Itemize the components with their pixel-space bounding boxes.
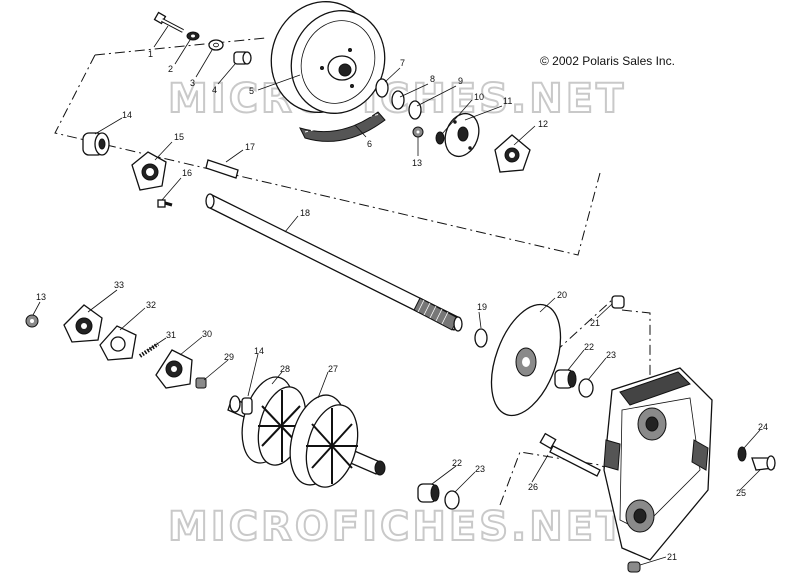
part-30-flange — [155, 349, 193, 389]
callout-21-upper: 21 — [590, 318, 600, 328]
callout-18: 18 — [300, 208, 310, 218]
watermark-bottom: MICROFICHES.NET — [168, 504, 626, 550]
part-25-bolt — [751, 455, 776, 471]
callout-21-lower: 21 — [667, 552, 677, 562]
part-22-bearing-upper — [554, 369, 577, 389]
part-21-nut-upper — [611, 295, 625, 309]
part-31-spring — [138, 342, 160, 358]
callout-30: 30 — [202, 329, 212, 339]
assembly-line-upper — [54, 54, 601, 256]
callout-13-lower: 13 — [36, 292, 46, 302]
callout-13-upper: 13 — [412, 158, 422, 168]
part-17-key — [205, 159, 239, 179]
callout-24: 24 — [758, 422, 768, 432]
callout-23-upper: 23 — [606, 350, 616, 360]
part-9-ring — [408, 100, 422, 120]
part-13-nut-upper — [412, 126, 424, 138]
part-27-28-driveshaft — [227, 376, 386, 488]
callout-32: 32 — [146, 300, 156, 310]
part-10-washer — [435, 131, 445, 145]
part-8-ring — [391, 90, 405, 110]
part-21-nut-lower — [627, 561, 641, 573]
assembly-line-housing — [621, 309, 651, 395]
part-18-shaft — [205, 193, 463, 332]
assembly-line-lower — [499, 451, 611, 506]
callout-2: 2 — [168, 64, 173, 74]
callout-26: 26 — [528, 482, 538, 492]
part-5-sprocket — [270, 1, 386, 114]
callout-1: 1 — [148, 49, 153, 59]
callout-33: 33 — [114, 280, 124, 290]
callout-4: 4 — [212, 85, 217, 95]
callout-3: 3 — [190, 78, 195, 88]
part-24-washer — [737, 446, 747, 462]
callout-16: 16 — [182, 168, 192, 178]
callout-10: 10 — [474, 92, 484, 102]
callout-23-lower: 23 — [475, 464, 485, 474]
callout-25: 25 — [736, 488, 746, 498]
leader-lines — [32, 25, 761, 566]
part-15-bearing-flange — [131, 151, 167, 191]
part-11-flange — [444, 112, 480, 158]
chaincase-housing — [603, 367, 713, 561]
callout-8: 8 — [430, 74, 435, 84]
part-32-gasket — [99, 325, 137, 361]
callout-12: 12 — [538, 119, 548, 129]
part-12-bearing-plate — [494, 134, 531, 173]
callout-31: 31 — [166, 330, 176, 340]
callout-7: 7 — [400, 58, 405, 68]
part-26-bolt — [539, 432, 601, 477]
part-7-ring — [375, 78, 389, 98]
part-20-disc — [490, 303, 562, 417]
part-4-bushing — [233, 51, 252, 65]
part-3-washer — [208, 39, 224, 51]
part-14-bearing-upper — [82, 132, 110, 156]
part-1-bolt — [153, 11, 184, 33]
callout-9: 9 — [458, 76, 463, 86]
callout-14-upper: 14 — [122, 110, 132, 120]
part-22-bearing-lower — [417, 483, 440, 503]
callouts: 1 2 3 4 5 6 7 8 9 10 11 12 13 14 15 16 1… — [36, 49, 768, 562]
copyright-text: © 2002 Polaris Sales Inc. — [540, 54, 675, 68]
assembly-line-top — [94, 37, 266, 56]
part-13-nut-lower — [25, 314, 39, 328]
callout-22-upper: 22 — [584, 342, 594, 352]
callout-14-lower: 14 — [254, 346, 264, 356]
part-23-seal-lower — [444, 490, 460, 510]
callout-27: 27 — [328, 364, 338, 374]
callout-22-lower: 22 — [452, 458, 462, 468]
callout-28: 28 — [280, 364, 290, 374]
part-16-bolt — [157, 199, 173, 208]
callout-5: 5 — [249, 86, 254, 96]
callout-17: 17 — [245, 142, 255, 152]
callout-11: 11 — [503, 96, 512, 106]
callout-29: 29 — [224, 352, 234, 362]
callout-20: 20 — [557, 290, 567, 300]
assembly-line-right — [554, 299, 613, 353]
part-33-bearing-plate — [63, 304, 103, 343]
part-6-chain — [299, 111, 386, 142]
callout-15: 15 — [174, 132, 184, 142]
part-23-seal-upper — [578, 378, 594, 398]
part-2-washer — [186, 31, 200, 41]
part-19-seal — [474, 328, 488, 348]
callout-6: 6 — [367, 139, 372, 149]
callout-19: 19 — [477, 302, 487, 312]
part-29-nut — [195, 377, 207, 389]
